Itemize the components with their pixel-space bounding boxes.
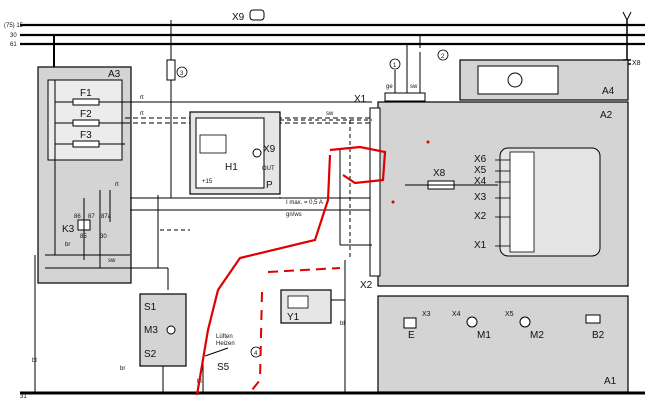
fuse-f2 [72, 119, 100, 127]
inner-x3: X3 [474, 192, 487, 203]
x2-left-label: X2 [360, 280, 373, 291]
k3-label: K3 [62, 224, 75, 235]
wire-rt-mid: rt [140, 111, 144, 117]
x1-wire-sw: sw [410, 84, 418, 90]
a2-left-pins [369, 107, 381, 277]
wire-bl-left: bl [32, 358, 37, 364]
x4-label: X4 [452, 311, 461, 318]
panel-x9-socket [252, 148, 262, 158]
callout-1-circle [389, 58, 401, 70]
a3-label: A3 [108, 69, 121, 80]
inner-x8: X8 [433, 168, 446, 179]
module-y1: Y1 bl [280, 260, 346, 393]
h1-label: H1 [225, 162, 238, 173]
inner-x2: X2 [474, 211, 487, 222]
inner-x4: X4 [474, 176, 487, 187]
wire-br-bottom: br [120, 366, 125, 372]
callout-2-circle [437, 49, 449, 61]
b2-label: B2 [592, 330, 605, 341]
s1-label: S1 [144, 302, 157, 313]
s5-luften: Lüften [216, 334, 233, 340]
red-annotation-stroke-1 [329, 145, 387, 185]
a3-wire-br: br [65, 242, 70, 248]
x8-right-label: X8 [632, 60, 641, 67]
out-label: OUT [262, 166, 275, 172]
red-dot-2 [391, 200, 395, 204]
red-annotation-stroke-4 [247, 291, 263, 396]
module-a1: A1 X3 X4 X5 E M1 M2 B2 [377, 295, 629, 393]
module-a3: A3 F1 F2 F3 K3 86 87 87a 85 30 rt br sw [37, 66, 132, 284]
callout-3-text: 3 [180, 71, 184, 77]
fuse-f3-label: F3 [80, 130, 92, 141]
imax-label: I max. = 0,5 A [286, 200, 323, 206]
x9-connector-icon [249, 9, 265, 21]
inner-x5: X5 [474, 165, 487, 176]
wire-sw-top: sw [326, 111, 334, 117]
fuse-inline-3 [166, 59, 176, 81]
callout-1-text: 1 [393, 63, 397, 69]
s2-label: S2 [144, 349, 157, 360]
a4-sensor-icon [507, 72, 523, 88]
m1-motor-icon [466, 316, 478, 328]
y1-label: Y1 [287, 312, 300, 323]
rail-label-61: 61 [10, 42, 17, 48]
relay-pin-86: 86 [74, 214, 81, 220]
m3-label: M3 [144, 325, 158, 336]
b2-sensor-icon [585, 314, 601, 324]
e-heater-icon [403, 317, 417, 329]
fuse-f2-label: F2 [80, 109, 92, 120]
s5-heizen: Heizen [216, 341, 235, 347]
wire-rt-upper: rt [140, 95, 144, 101]
relay-pin-30: 30 [100, 234, 107, 240]
x5-label: X5 [505, 311, 514, 318]
fuse-f1 [72, 98, 100, 106]
rail-label-15: (75) 15 [4, 23, 24, 29]
x9-top-label: X9 [232, 12, 245, 23]
m2-motor-icon [519, 316, 531, 328]
module-s1-m3-s2: S1 M3 S2 [139, 293, 187, 393]
callout-3-circle [176, 66, 188, 78]
module-a2: A2 X6 X5 X4 X3 X2 X1 X8 [369, 101, 629, 287]
rail-label-31: 31 [20, 394, 27, 400]
m1-label: M1 [477, 330, 491, 341]
s5-label: S5 [217, 362, 230, 373]
m3-motor-icon [166, 325, 176, 335]
inner-x1: X1 [474, 240, 487, 251]
e-label: E [408, 330, 415, 341]
red-dot-1 [426, 140, 430, 144]
x9-panel-label: X9 [263, 144, 276, 155]
connector-x1-top: 1 2 ge sw X1 [354, 35, 449, 105]
x1-wire-ge: ge [386, 84, 393, 90]
relay-pin-87: 87 [88, 214, 95, 220]
callout-2-text: 2 [441, 54, 445, 60]
rail-label-30: 30 [10, 33, 17, 39]
fuse-f1-label: F1 [80, 88, 92, 99]
red-annotations [195, 140, 430, 396]
inner-x6: X6 [474, 154, 487, 165]
panel-h1: H1 P +15 X9 OUT [189, 111, 281, 195]
red-annotation-stroke-2 [195, 154, 332, 396]
a3-wire-rt: rt [115, 182, 119, 188]
relay-pin-87a: 87a [101, 214, 112, 220]
x1-top-label: X1 [354, 94, 367, 105]
power-rails: (75) 15 30 61 31 [4, 23, 645, 400]
fuse-f3 [72, 140, 100, 148]
y1-wire-bl: bl [340, 321, 345, 327]
callout-4-text: 4 [254, 351, 258, 357]
dashed-wiring [160, 119, 372, 260]
p-label: P [266, 180, 273, 191]
plus15-label: +15 [202, 179, 213, 185]
a2-label: A2 [600, 110, 613, 121]
a3-wire-sw: sw [108, 258, 116, 264]
x3-label: X3 [422, 311, 431, 318]
red-annotation-stroke-3 [267, 267, 341, 273]
wire-gnws-label: gn/ws [286, 212, 302, 218]
m2-label: M2 [530, 330, 544, 341]
module-a4: A4 [459, 59, 629, 101]
a1-label: A1 [604, 376, 617, 387]
a4-label: A4 [602, 86, 615, 97]
x1-top-connector [384, 92, 426, 102]
